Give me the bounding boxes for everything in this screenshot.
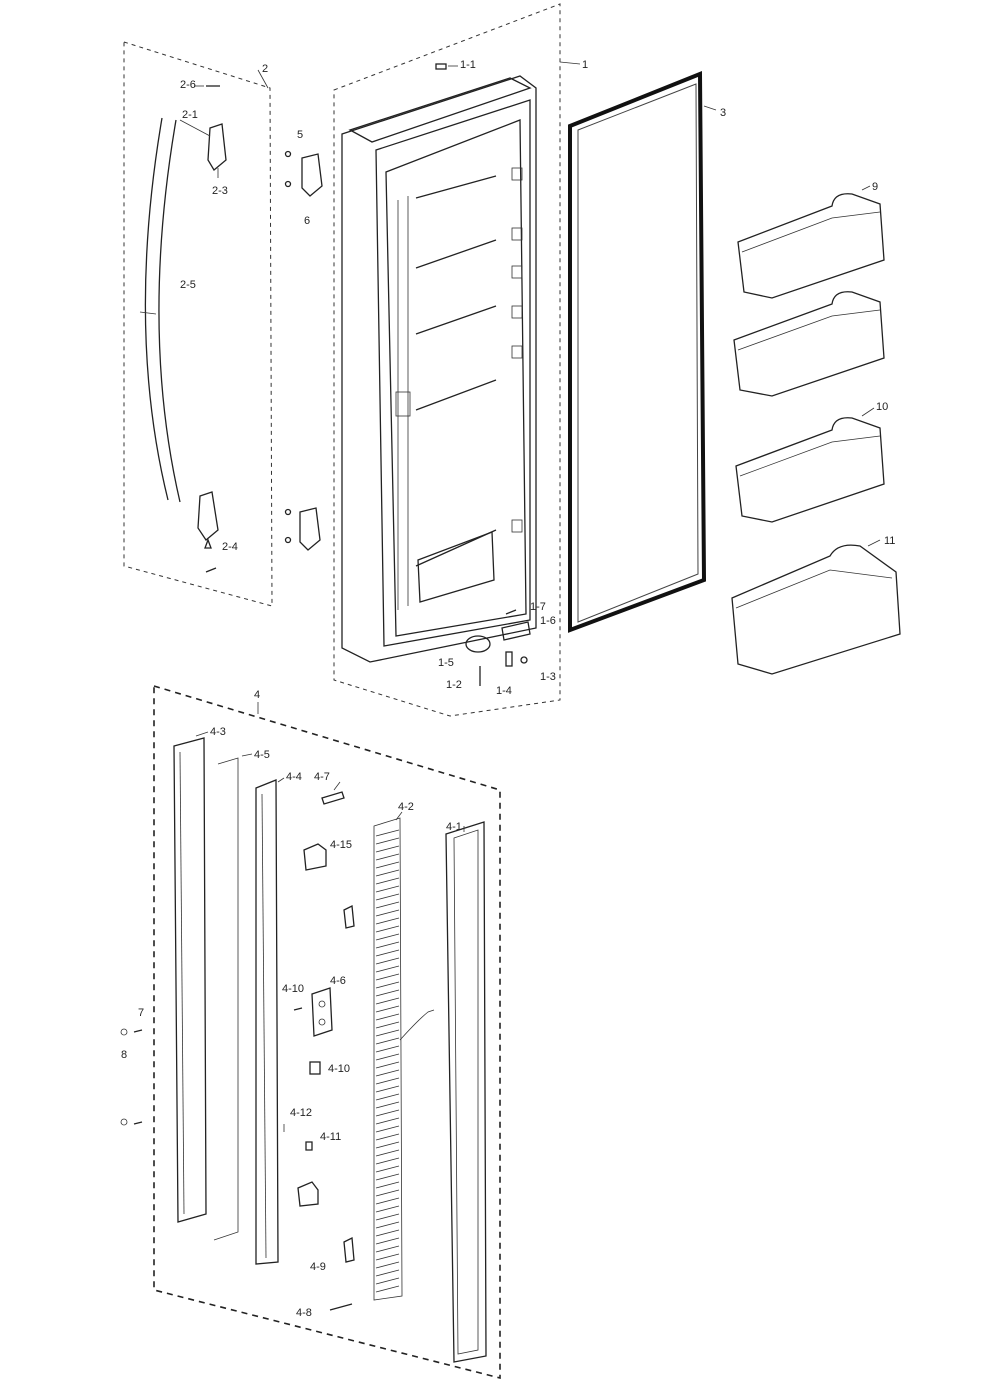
label-2-6: 2-6 — [180, 79, 196, 91]
label-4-8: 4-8 — [296, 1307, 312, 1319]
hinge-parts: 5 6 — [284, 129, 323, 551]
hinge-bracket-upper — [301, 153, 323, 197]
label-1-2: 1-2 — [446, 679, 462, 691]
hinge-bracket-lower — [299, 507, 321, 551]
plate-4-6 — [311, 987, 333, 1037]
label-10: 10 — [876, 401, 888, 413]
part-4-10-upper — [293, 1007, 303, 1011]
heater-strip-4-2 — [373, 817, 403, 1301]
trim-4-1 — [445, 821, 487, 1363]
group-4-assembly: 4 4-3 4-5 4-4 4-7 4-15 4-2 — [153, 684, 501, 1380]
group-1-boundary — [333, 3, 561, 717]
group-4-boundary — [153, 684, 501, 1380]
label-4-9: 4-9 — [310, 1261, 326, 1273]
part-1-5 — [465, 635, 491, 653]
label-4-4: 4-4 — [286, 771, 302, 783]
label-6: 6 — [304, 215, 310, 227]
part-4-8 — [329, 1303, 353, 1311]
label-4-6: 4-6 — [330, 975, 346, 987]
screw-7 — [133, 1029, 143, 1033]
bracket-4-15 — [303, 843, 327, 871]
label-11: 11 — [884, 535, 895, 547]
heater-hatching — [375, 829, 400, 1293]
shelf-rail-1 — [415, 175, 497, 199]
heater-wire — [399, 1009, 435, 1041]
label-1: 1 — [582, 59, 588, 71]
door-bin-10 — [735, 417, 885, 523]
label-4-10-b: 4-10 — [328, 1063, 350, 1075]
screw-bottom — [205, 567, 217, 573]
label-4-5: 4-5 — [254, 749, 270, 761]
label-4-3: 4-3 — [210, 726, 226, 738]
door-liner-cavity — [385, 119, 527, 637]
handle-bracket-bottom — [197, 491, 219, 541]
part-4-10-lower — [309, 1061, 321, 1075]
label-7: 7 — [138, 1007, 144, 1019]
handle-bar-edge — [158, 119, 181, 503]
handle-bar — [144, 117, 169, 501]
handle-assembly-group: 2 2-6 2-1 2-3 2-5 2-4 — [123, 41, 273, 607]
label-2: 2 — [262, 63, 268, 75]
label-4-12: 4-12 — [290, 1107, 312, 1119]
part-1-4 — [505, 651, 513, 667]
gasket-inner — [577, 83, 699, 623]
strip-4-5 — [213, 757, 239, 1241]
door-liner-inner — [375, 99, 531, 647]
clip-4-9 — [343, 1236, 355, 1263]
door-top-cap — [348, 77, 532, 143]
label-2-4: 2-4 — [222, 541, 238, 553]
label-5: 5 — [297, 129, 303, 141]
label-1-3: 1-3 — [540, 671, 556, 683]
label-2-5: 2-5 — [180, 279, 196, 291]
door-bin-9 — [737, 193, 885, 299]
label-4-1: 4-1 — [446, 821, 462, 833]
label-2-1: 2-1 — [182, 109, 198, 121]
label-1-7: 1-7 — [530, 601, 546, 613]
clip-upper — [343, 904, 355, 929]
door-bins: 9 10 11 — [731, 181, 901, 675]
part-1-7 — [505, 609, 517, 615]
handle-bracket-top — [207, 123, 227, 171]
label-4-2: 4-2 — [398, 801, 414, 813]
door-liner-group: 1 1-1 1-7 1-6 1-5 1-2 1-4 1-3 — [333, 3, 588, 717]
gasket-outer — [568, 71, 707, 633]
label-4-11: 4-11 — [320, 1131, 341, 1143]
door-gasket: 3 — [568, 71, 726, 633]
label-3: 3 — [720, 107, 726, 119]
part-1-3 — [520, 656, 528, 664]
trim-4-3 — [173, 737, 207, 1223]
screw-8 — [120, 1028, 128, 1036]
door-liner-outer — [341, 75, 537, 663]
screws-7-8: 7 8 — [120, 1007, 144, 1126]
label-1-6: 1-6 — [540, 615, 556, 627]
part-1-6 — [501, 621, 531, 641]
part-1-1 — [435, 63, 447, 70]
label-2-3: 2-3 — [212, 185, 228, 197]
label-4-10-a: 4-10 — [282, 983, 304, 995]
label-1-1: 1-1 — [460, 59, 476, 71]
bracket-lower — [297, 1181, 319, 1207]
label-8: 8 — [121, 1049, 127, 1061]
door-bottom-tray — [417, 531, 495, 603]
label-9: 9 — [872, 181, 878, 193]
door-bin-11 — [731, 544, 901, 675]
door-center-latch — [395, 391, 411, 417]
label-1-5: 1-5 — [438, 657, 454, 669]
label-1-4: 1-4 — [496, 685, 512, 697]
label-4-7: 4-7 — [314, 771, 330, 783]
door-bin-9b — [733, 291, 885, 397]
hinge-screw-5 — [284, 150, 292, 158]
part-4-11 — [305, 1141, 313, 1151]
label-4: 4 — [254, 689, 260, 701]
label-4-15: 4-15 — [330, 839, 352, 851]
trim-4-4 — [255, 779, 279, 1265]
part-4-7 — [321, 791, 345, 805]
cap-2-4 — [204, 538, 212, 549]
